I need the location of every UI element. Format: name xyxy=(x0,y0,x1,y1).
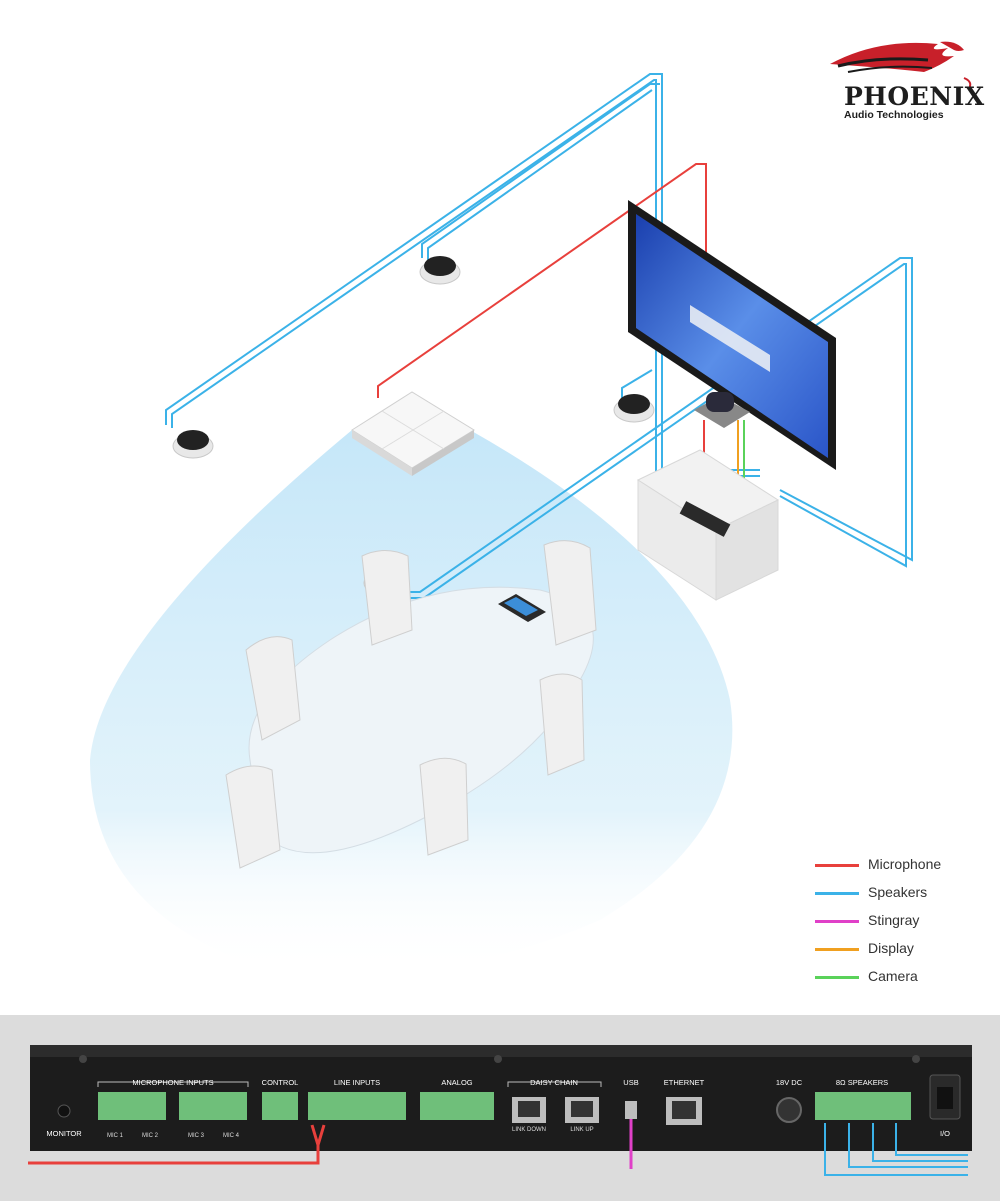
credenza xyxy=(636,449,780,601)
phoenix-logo: PHOENIX Audio Technologies xyxy=(828,38,984,128)
touch-controller xyxy=(498,594,546,622)
legend-item: Stingray xyxy=(815,909,995,937)
legend-item: Camera xyxy=(815,965,995,993)
microphone-cable xyxy=(377,163,707,398)
legend-item: Microphone xyxy=(815,853,995,881)
cable-legend: Microphone Speakers Stingray Display Cam… xyxy=(815,853,995,993)
microphone-inputs-label: MICROPHONE INPUTS xyxy=(132,1078,214,1087)
legend-swatch xyxy=(815,892,859,895)
ceiling-speaker xyxy=(419,256,461,285)
link-down-label: LINK DOWN xyxy=(511,1127,547,1133)
conference-room-scene xyxy=(90,73,913,974)
legend-swatch xyxy=(815,976,859,979)
control-label: CONTROL xyxy=(261,1078,299,1087)
mic1-label: MIC 1 xyxy=(106,1133,124,1139)
legend-label: Microphone xyxy=(868,856,942,872)
dc-label: 18V DC xyxy=(775,1078,803,1087)
legend-label: Speakers xyxy=(868,884,928,900)
legend-swatch xyxy=(815,920,859,923)
mic3-label: MIC 3 xyxy=(187,1133,205,1139)
legend-label: Camera xyxy=(868,968,918,984)
legend-item: Display xyxy=(815,937,995,965)
brand-name: PHOENIX xyxy=(844,82,985,111)
mic2-label: MIC 2 xyxy=(141,1133,159,1139)
display-screen xyxy=(628,200,836,470)
legend-swatch xyxy=(815,864,859,867)
line-inputs-label: LINE INPUTS xyxy=(333,1078,381,1087)
ceiling-microphone-array xyxy=(351,391,475,476)
chairs xyxy=(225,540,597,869)
legend-swatch xyxy=(815,948,859,951)
ethernet-label: ETHERNET xyxy=(663,1078,705,1087)
ceiling-speaker xyxy=(613,394,655,423)
monitor-label: MONITOR xyxy=(46,1129,82,1138)
device-rear-panel xyxy=(28,1045,972,1176)
speakers-label: 8Ω SPEAKERS xyxy=(835,1078,889,1087)
usb-label: USB xyxy=(623,1078,639,1087)
power-switch-label: I/O xyxy=(939,1129,951,1138)
device-rear-panel-section: MONITOR MICROPHONE INPUTS MIC 1 MIC 2 MI… xyxy=(0,1015,1000,1201)
camera xyxy=(694,392,750,428)
brand-subtitle: Audio Technologies xyxy=(844,109,944,121)
legend-label: Display xyxy=(868,940,914,956)
link-up-label: LINK UP xyxy=(570,1127,594,1133)
legend-label: Stingray xyxy=(868,912,920,928)
analog-label: ANALOG xyxy=(441,1078,473,1087)
phoenix-bird-icon xyxy=(830,41,972,88)
daisy-chain-label: DAISY CHAIN xyxy=(530,1078,578,1087)
mic4-label: MIC 4 xyxy=(222,1133,240,1139)
ceiling-speaker xyxy=(172,430,214,459)
legend-item: Speakers xyxy=(815,881,995,909)
